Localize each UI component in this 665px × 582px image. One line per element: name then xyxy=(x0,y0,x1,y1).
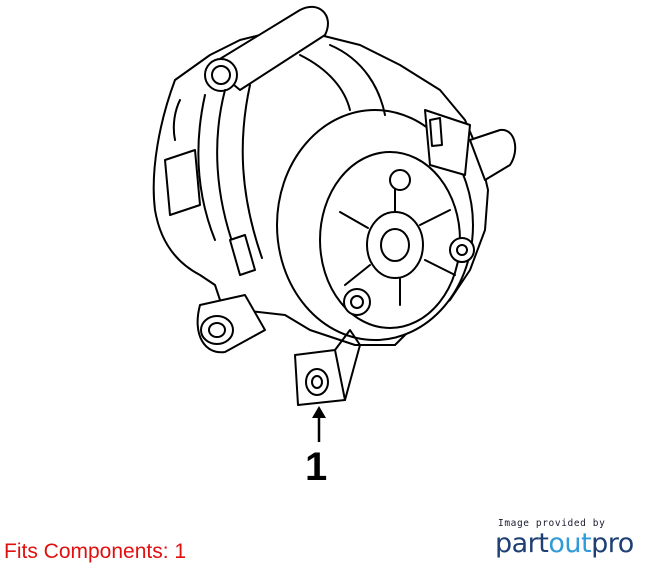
brand-part: part xyxy=(495,528,549,559)
image-credit-text: Image provided by xyxy=(498,518,606,529)
callout-number: 1 xyxy=(305,445,328,489)
alternator-diagram xyxy=(152,5,517,442)
alternator-illustration xyxy=(152,5,517,406)
callout-arrow xyxy=(312,406,326,442)
brand-pro: pro xyxy=(591,528,634,559)
partoutpro-logo: partoutpro xyxy=(495,528,634,559)
fits-components-text: Fits Components: 1 xyxy=(4,540,187,563)
brand-out: out xyxy=(548,528,592,559)
